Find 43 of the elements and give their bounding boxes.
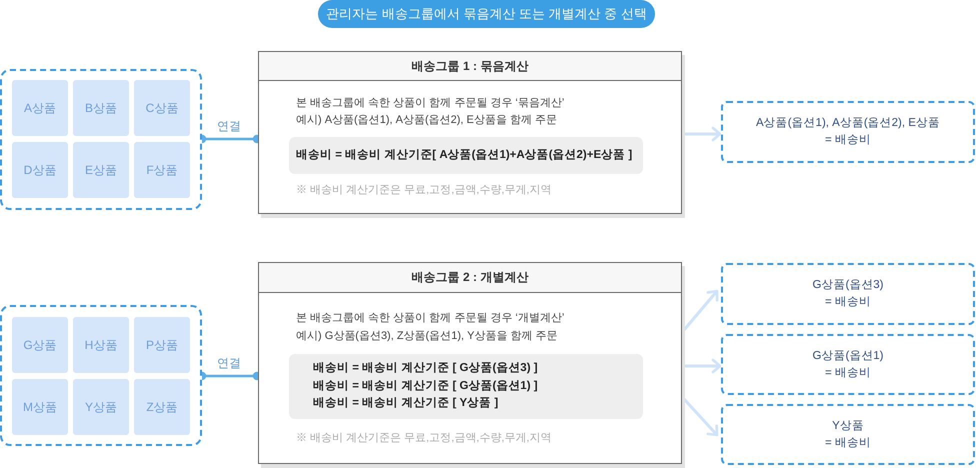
formula-text: 배송비 = 배송비 계산기준 [ G상품(옵션3) ] xyxy=(313,361,538,376)
formula-text: 배송비 = 배송비 계산기준 [ G상품(옵션1) ] xyxy=(313,379,538,394)
card-header: 배송그룹 1 : 묶음계산 xyxy=(259,52,681,81)
result-text: G상품(옵션3) xyxy=(812,278,884,293)
note-text: ※ 배송비 계산기준은 무료,고정,금액,수량,무게,지역 xyxy=(296,431,552,446)
product-tile: Y상품 xyxy=(73,379,129,435)
product-tile: H상품 xyxy=(73,317,129,373)
arrow xyxy=(682,126,722,142)
result-text: = 배송비 xyxy=(825,133,871,148)
arrow xyxy=(682,358,722,374)
note-text: ※ 배송비 계산기준은 무료,고정,금액,수량,무게,지역 xyxy=(296,183,552,198)
product-tile: Z상품 xyxy=(134,379,190,435)
formula-text: 배송비 = 배송비 계산기준 [ Y상품 ] xyxy=(313,396,498,411)
result-text: = 배송비 xyxy=(825,436,871,450)
result-box xyxy=(721,334,975,395)
title-banner: 관리자는 배송그룹에서 묶음계산 또는 개별계산 중 선택 xyxy=(318,0,655,28)
result-text: Y상품 xyxy=(832,418,864,434)
formula-text: 배송비 = 배송비 계산기준[ A상품(옵션1)+A상품(옵션2)+E상품 ] xyxy=(296,148,632,163)
description-text: 본 배송그룹에 속한 상품이 함께 주문될 경우 ‘묶음계산’ xyxy=(296,96,564,111)
group-frame xyxy=(0,69,202,210)
result-text: A상품(옵션1), A상품(옵션2), E상품 xyxy=(756,116,940,131)
product-tile: P상품 xyxy=(134,317,190,373)
description-text: 예시) A상품(옵션1), A상품(옵션2), E상품을 함께 주문 xyxy=(296,113,557,128)
arrow xyxy=(682,398,718,436)
product-tile: G상품 xyxy=(12,317,68,373)
result-text: G상품(옵션1) xyxy=(812,348,884,364)
result-box xyxy=(721,404,975,465)
result-box xyxy=(721,263,975,325)
product-tile: M상품 xyxy=(12,379,68,435)
arrow xyxy=(682,290,718,331)
description-text: 본 배송그룹에 속한 상품이 함께 주문될 경우 ‘개별계산’ xyxy=(296,311,564,326)
product-tile: A상품 xyxy=(12,80,68,136)
product-tile: F상품 xyxy=(134,142,190,198)
card-header: 배송그룹 2 : 개별계산 xyxy=(259,263,681,293)
product-tile: D상품 xyxy=(12,142,68,198)
result-text: = 배송비 xyxy=(825,366,871,380)
product-tile: C상품 xyxy=(134,80,190,136)
product-tile: B상품 xyxy=(73,80,129,136)
description-text: 예시) G상품(옵션3), Z상품(옵션1), Y상품을 함께 주문 xyxy=(296,329,558,344)
result-text: = 배송비 xyxy=(825,295,871,310)
group-frame xyxy=(0,305,202,446)
result-box xyxy=(721,101,975,163)
product-tile: E상품 xyxy=(73,142,129,198)
